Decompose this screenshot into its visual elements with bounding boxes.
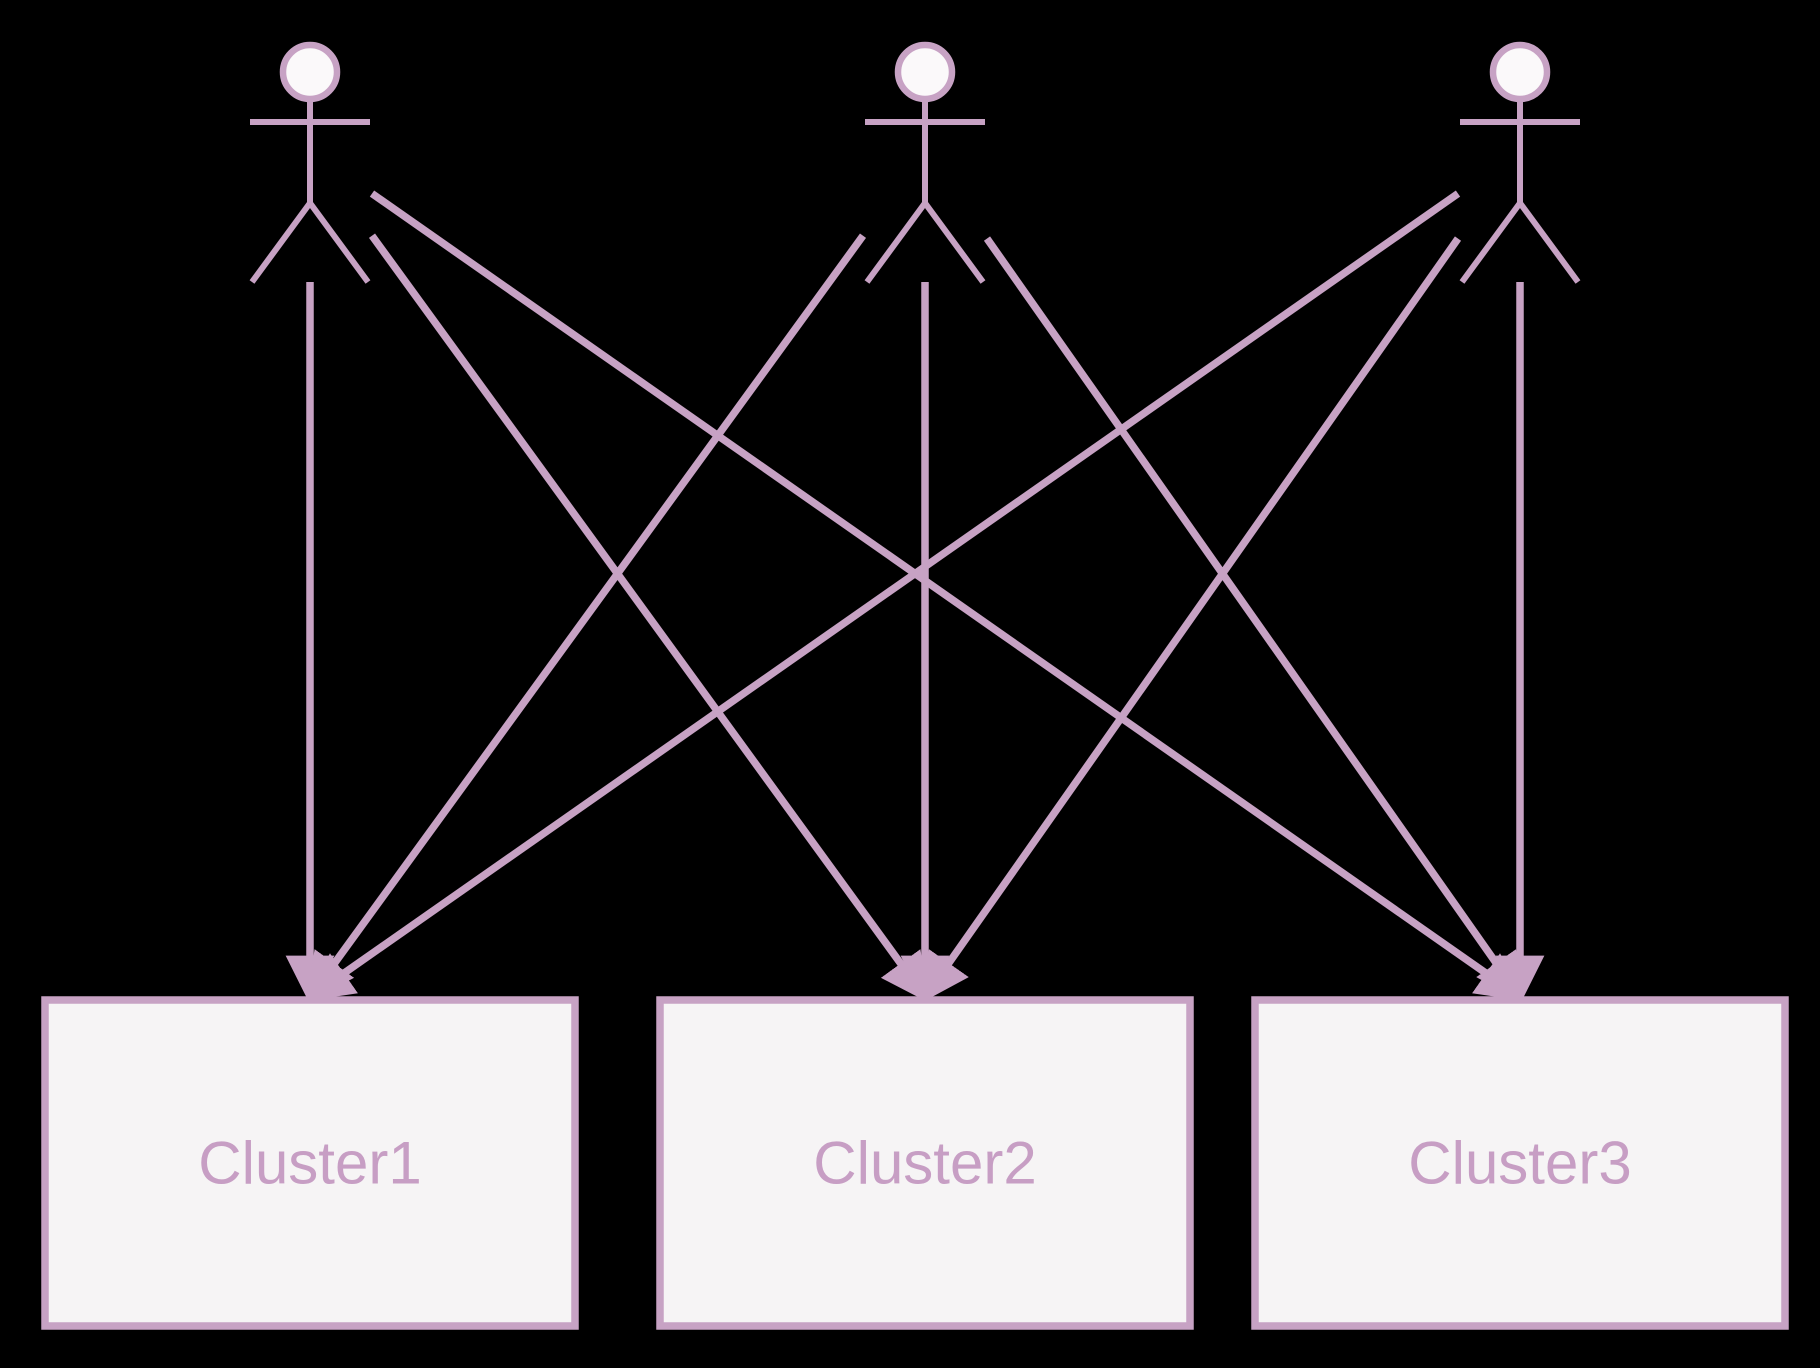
clusters-layer: Cluster1 Cluster2 Cluster3 bbox=[41, 996, 1789, 1330]
actor-left-leg bbox=[1459, 201, 1523, 284]
cluster-label: Cluster2 bbox=[813, 1130, 1036, 1197]
cluster-label: Cluster3 bbox=[1408, 1130, 1631, 1197]
actors-layer bbox=[249, 41, 1581, 284]
actor-3 bbox=[1459, 41, 1581, 284]
cluster-node-3: Cluster3 bbox=[1251, 996, 1789, 1330]
actor-2 bbox=[864, 41, 986, 284]
edge-actor1-to-cluster3 bbox=[369, 190, 1526, 1002]
cluster-label: Cluster1 bbox=[198, 1130, 421, 1197]
cluster-node-1: Cluster1 bbox=[41, 996, 579, 1330]
actor-head bbox=[279, 41, 341, 103]
edge-actor1-to-cluster2 bbox=[368, 233, 930, 1003]
actor-left-leg bbox=[864, 201, 928, 284]
cluster-node-2: Cluster2 bbox=[656, 996, 1194, 1330]
cluster-box bbox=[1251, 996, 1789, 1330]
actor-head bbox=[1489, 41, 1551, 103]
actor-1 bbox=[249, 41, 371, 284]
edge-actor2-to-cluster3 bbox=[983, 236, 1525, 1003]
edge-actor3-to-cluster2 bbox=[920, 236, 1462, 1003]
actor-head bbox=[894, 41, 956, 103]
edge-actor2-to-cluster1 bbox=[305, 233, 867, 1003]
actor-right-leg bbox=[1517, 201, 1581, 284]
actor-left-leg bbox=[249, 201, 313, 284]
edge-actor3-to-cluster1 bbox=[304, 190, 1461, 1002]
cluster-box bbox=[41, 996, 579, 1330]
edges-layer bbox=[285, 190, 1545, 1005]
actor-right-leg bbox=[307, 201, 371, 284]
cluster-box bbox=[656, 996, 1194, 1330]
actor-right-leg bbox=[922, 201, 986, 284]
